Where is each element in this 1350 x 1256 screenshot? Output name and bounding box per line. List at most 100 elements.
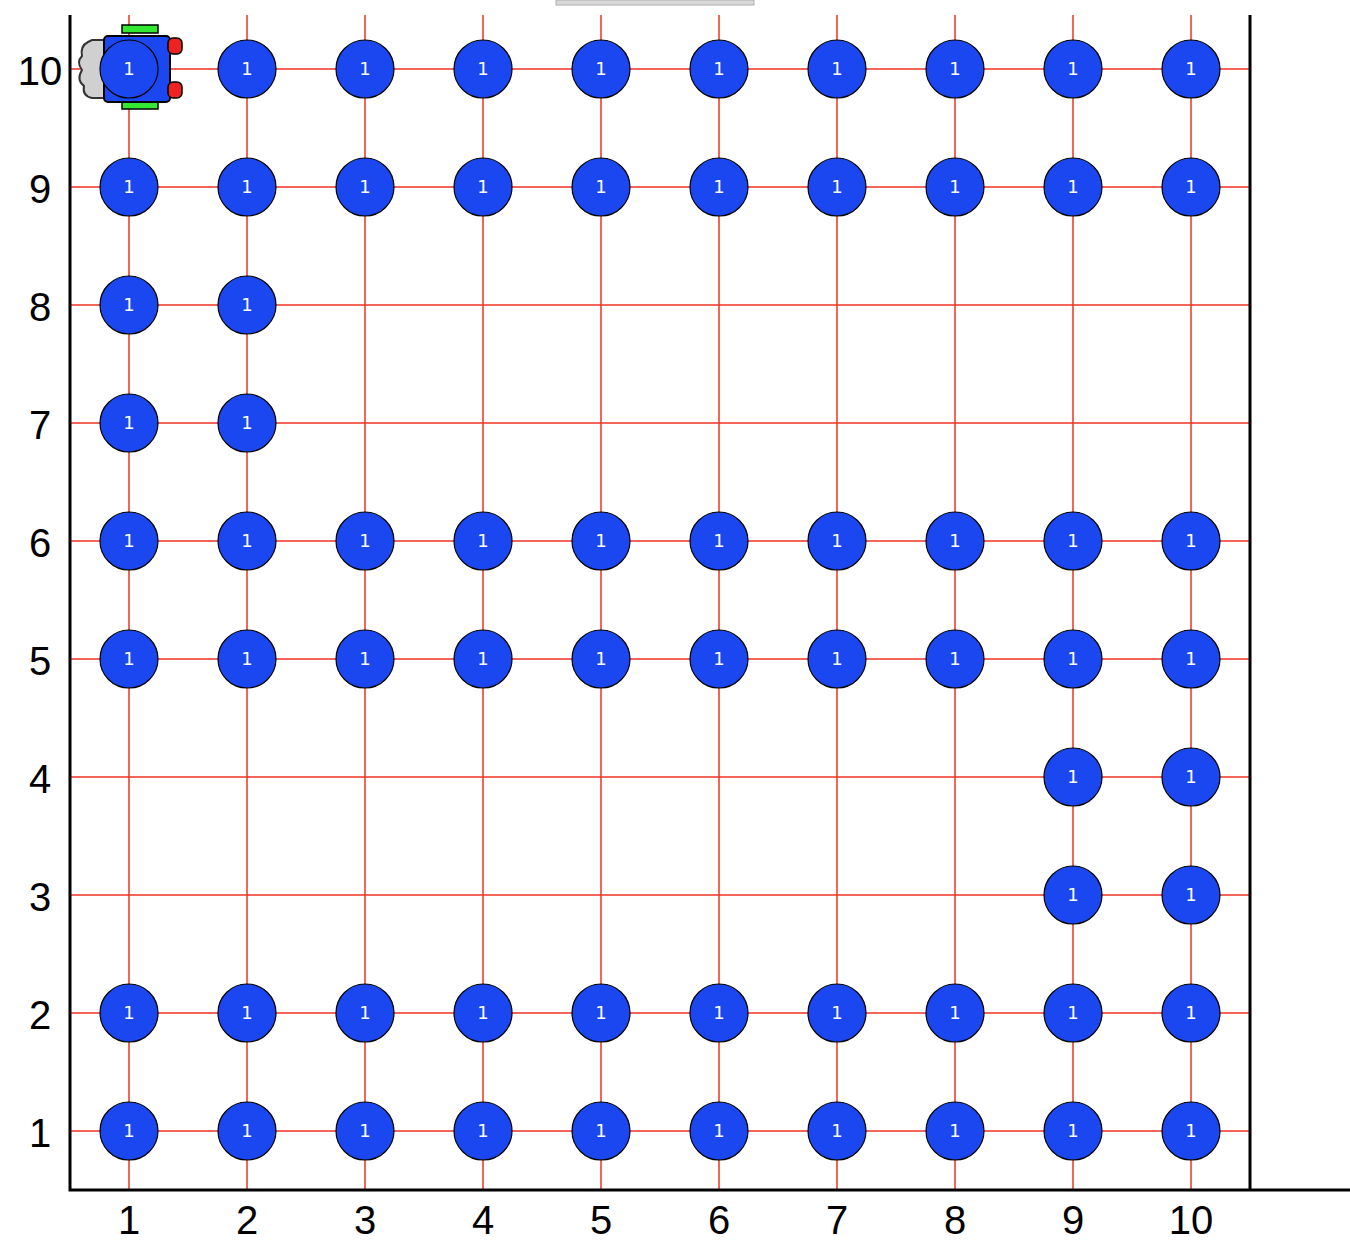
beeper-count: 1	[807, 983, 867, 1043]
beeper-count: 1	[925, 983, 985, 1043]
beeper-circle	[808, 1102, 866, 1160]
beeper-circle	[572, 984, 630, 1042]
beeper-count: 1	[1043, 39, 1103, 99]
beeper: 1	[335, 511, 395, 571]
beeper-circle	[690, 984, 748, 1042]
avenue-lines	[129, 15, 1191, 1190]
beeper-circle	[100, 984, 158, 1042]
beeper: 1	[99, 511, 159, 571]
beeper: 1	[925, 511, 985, 571]
street-number: 2	[29, 993, 51, 1038]
avenue-number: 9	[1062, 1198, 1084, 1243]
beeper-count: 1	[1161, 511, 1221, 571]
beeper-circle	[572, 1102, 630, 1160]
beeper: 1	[571, 157, 631, 217]
beeper: 1	[689, 157, 749, 217]
street-number: 5	[29, 639, 51, 684]
beeper-count: 1	[689, 39, 749, 99]
beeper-circle	[1162, 158, 1220, 216]
beeper-circle	[572, 630, 630, 688]
beeper-circle	[1044, 984, 1102, 1042]
beeper-count: 1	[571, 629, 631, 689]
beeper-count: 1	[925, 39, 985, 99]
beeper-circle	[1162, 984, 1220, 1042]
beeper: 1	[217, 511, 277, 571]
beeper-circle	[336, 1102, 394, 1160]
beeper-circle	[454, 158, 512, 216]
beeper: 1	[925, 157, 985, 217]
beeper: 1	[217, 393, 277, 453]
beeper: 1	[1161, 1101, 1221, 1161]
beeper: 1	[1043, 629, 1103, 689]
beeper-count: 1	[1161, 157, 1221, 217]
beeper: 1	[571, 39, 631, 99]
beeper-count: 1	[571, 39, 631, 99]
street-number: 6	[29, 521, 51, 566]
beeper-count: 1	[571, 511, 631, 571]
beeper-count: 1	[217, 1101, 277, 1161]
beeper-circle	[218, 984, 276, 1042]
beeper-count: 1	[335, 629, 395, 689]
avenue-number: 10	[1169, 1198, 1214, 1243]
beeper: 1	[335, 39, 395, 99]
beeper: 1	[689, 39, 749, 99]
beeper-circle	[336, 158, 394, 216]
beeper: 1	[1043, 747, 1103, 807]
beeper: 1	[1161, 39, 1221, 99]
beeper-count: 1	[689, 1101, 749, 1161]
beeper-circle	[100, 276, 158, 334]
beeper-count: 1	[99, 511, 159, 571]
beeper-count: 1	[925, 511, 985, 571]
beeper-circle	[100, 512, 158, 570]
beeper: 1	[99, 1101, 159, 1161]
beeper-circle	[100, 158, 158, 216]
beeper-count: 1	[925, 629, 985, 689]
beeper-circle	[454, 984, 512, 1042]
beeper: 1	[217, 983, 277, 1043]
beeper: 1	[689, 511, 749, 571]
beeper-circle	[1044, 866, 1102, 924]
avenue-number: 7	[826, 1198, 848, 1243]
beeper: 1	[807, 39, 867, 99]
beeper-count: 1	[217, 157, 277, 217]
beeper-circle	[1044, 748, 1102, 806]
beeper: 1	[453, 1101, 513, 1161]
beeper-circle	[218, 630, 276, 688]
beeper: 1	[453, 983, 513, 1043]
beeper-count: 1	[689, 629, 749, 689]
beeper: 1	[99, 39, 159, 99]
beeper-circle	[1162, 1102, 1220, 1160]
beeper-count: 1	[453, 1101, 513, 1161]
beeper-count: 1	[453, 629, 513, 689]
beeper: 1	[689, 629, 749, 689]
beeper-circle	[336, 984, 394, 1042]
street-number: 1	[29, 1111, 51, 1156]
beeper-circle	[926, 1102, 984, 1160]
beeper-circle	[1162, 40, 1220, 98]
avenue-number: 2	[236, 1198, 258, 1243]
beeper: 1	[807, 629, 867, 689]
beeper-circle	[808, 512, 866, 570]
beeper-circle	[808, 630, 866, 688]
beeper-count: 1	[1161, 39, 1221, 99]
street-number: 3	[29, 875, 51, 920]
beeper: 1	[217, 39, 277, 99]
beeper-count: 1	[99, 157, 159, 217]
beeper-circle	[100, 40, 158, 98]
beeper-count: 1	[99, 983, 159, 1043]
beeper: 1	[925, 39, 985, 99]
beeper-circle	[572, 512, 630, 570]
karel-robot	[79, 25, 182, 109]
beeper: 1	[925, 1101, 985, 1161]
beeper-circle	[690, 158, 748, 216]
beeper-count: 1	[925, 1101, 985, 1161]
beeper: 1	[99, 983, 159, 1043]
beeper-count: 1	[689, 983, 749, 1043]
beeper-count: 1	[1043, 511, 1103, 571]
beeper-count: 1	[99, 275, 159, 335]
beeper: 1	[1043, 1101, 1103, 1161]
beeper-circle	[454, 630, 512, 688]
beeper-circle	[1044, 630, 1102, 688]
beeper: 1	[217, 629, 277, 689]
